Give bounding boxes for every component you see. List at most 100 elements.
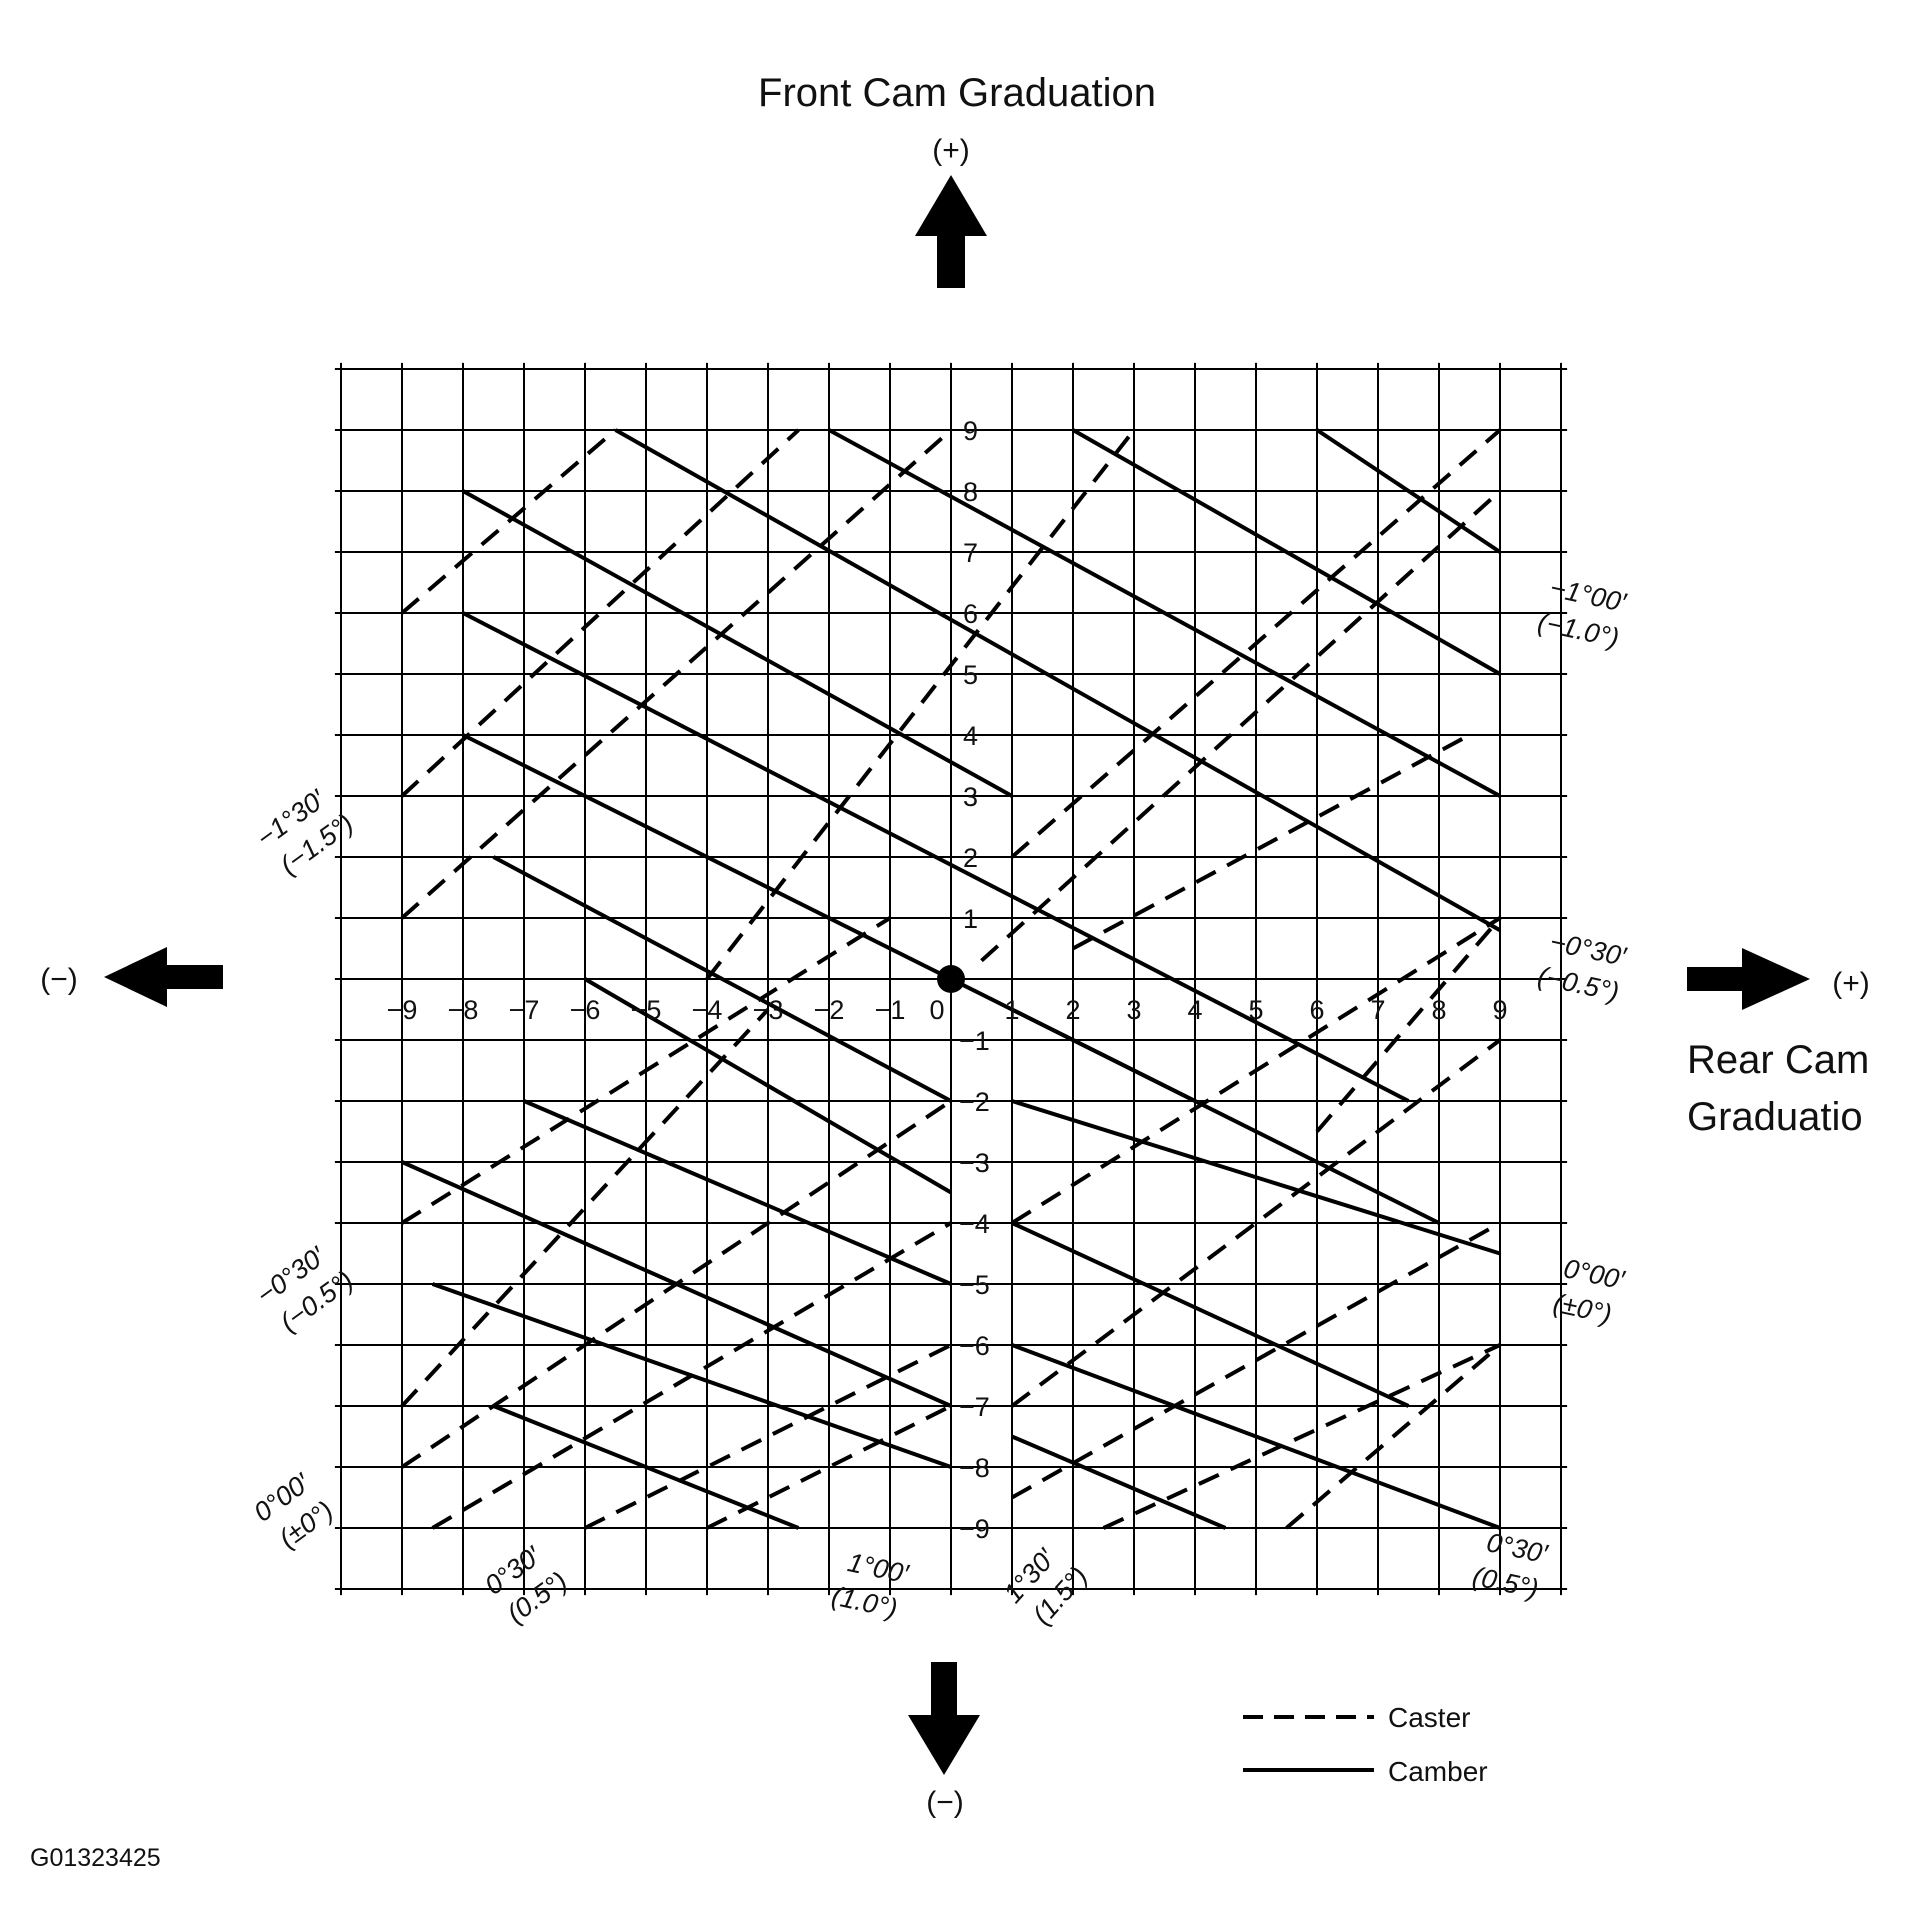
y-tick-label: −3: [959, 1148, 990, 1178]
rear-cam-label-line1: Rear Cam: [1687, 1038, 1869, 1082]
y-tick-label: −5: [959, 1270, 990, 1300]
x-tick-label: −8: [448, 995, 479, 1025]
left-arrow-icon: [104, 947, 223, 1007]
origin-dot: [937, 965, 965, 993]
y-tick-label: 9: [963, 416, 978, 446]
rear-cam-label-line2: Graduatio: [1687, 1095, 1863, 1139]
left-minus-sign: (−): [40, 963, 78, 996]
camber-line: [401, 1160, 952, 1408]
caster-line: [1011, 1221, 1501, 1500]
angle-label-0-00-left: 0°00′ (±0°): [248, 1467, 338, 1554]
x-tick-label: 5: [1248, 995, 1263, 1025]
legend-caster-label: Caster: [1388, 1702, 1470, 1733]
x-tick-label: −4: [692, 995, 723, 1025]
up-arrow-icon: [915, 175, 987, 288]
y-tick-label: 2: [963, 843, 978, 873]
caster-line: [400, 916, 892, 1225]
camber-line: [614, 428, 1501, 932]
y-tick-label: 4: [963, 721, 978, 751]
y-tick-label: −1: [959, 1026, 990, 1056]
camber-line: [523, 1099, 952, 1286]
y-tick-label: −9: [959, 1514, 990, 1544]
angle-label-text: 1°00′: [845, 1547, 912, 1589]
y-tick-label: 5: [963, 660, 978, 690]
angle-label-text: 0°30′: [1484, 1527, 1551, 1569]
angle-label-text: 0°00′: [1561, 1253, 1628, 1295]
angle-label-neg0-30-left: −0°30′ (−0.5°): [251, 1241, 359, 1338]
camber-line: [583, 977, 953, 1195]
caster-line: [1285, 1343, 1502, 1530]
angle-label-0-00-right: 0°00′ (±0°): [1551, 1253, 1628, 1329]
y-tick-labels: 9 8 7 6 5 4 3 2 1 −1 −2 −3 −4 −5 −6 −7 −8 −9: [959, 416, 990, 1544]
x-tick-label: 1: [1004, 995, 1019, 1025]
angle-label-0-30-bottom-right: 0°30′ (0.5°): [1470, 1527, 1551, 1604]
angle-label-neg0-30-right: −0°30′ (−0.5°): [1535, 927, 1629, 1008]
caster-line: [980, 489, 1502, 963]
caster-line: [1010, 916, 1502, 1225]
angle-label-0-30-bottom-left: 0°30′ (0.5°): [479, 1540, 573, 1629]
camber-line: [828, 428, 1501, 798]
front-cam-graduation-title: Front Cam Graduation: [758, 71, 1156, 115]
camber-line: [1011, 1099, 1501, 1256]
camber-line: [1011, 1343, 1501, 1530]
x-tick-label: −3: [753, 995, 784, 1025]
x-tick-label: 3: [1126, 995, 1141, 1025]
caster-line: [1010, 1038, 1502, 1408]
camber-line: [1072, 428, 1501, 676]
y-tick-label: −8: [959, 1453, 990, 1483]
x-tick-label: −5: [631, 995, 662, 1025]
legend-camber-label: Camber: [1388, 1756, 1488, 1787]
caster-line: [400, 1008, 770, 1408]
angle-label-neg1-00: −1°00′ (−1.0°): [1535, 573, 1629, 654]
camber-line: [1011, 1007, 1440, 1225]
caster-line: [1072, 733, 1471, 951]
right-plus-sign: (+): [1832, 967, 1870, 1000]
x-tick-label: −2: [814, 995, 845, 1025]
x-tick-label: 4: [1187, 995, 1202, 1025]
x-tick-label: 8: [1431, 995, 1446, 1025]
caster-line: [1102, 1343, 1501, 1530]
down-arrow-icon: [908, 1662, 980, 1775]
caster-line: [705, 428, 1136, 981]
camber-lines: [401, 428, 1502, 1530]
x-tick-label: −6: [570, 995, 601, 1025]
y-tick-label: −7: [959, 1392, 990, 1422]
camber-line: [431, 1282, 952, 1469]
right-arrow-icon: [1687, 948, 1810, 1010]
caster-line: [400, 428, 617, 615]
camber-line: [462, 489, 1013, 798]
y-tick-label: 3: [963, 782, 978, 812]
camber-line: [462, 611, 1410, 1103]
caster-line: [1315, 916, 1502, 1133]
y-tick-label: 6: [963, 599, 978, 629]
x-tick-label: 7: [1370, 995, 1385, 1025]
camber-line: [1011, 1221, 1410, 1408]
camber-line: [492, 855, 952, 1103]
y-tick-label: 1: [963, 904, 978, 934]
y-tick-label: −4: [959, 1209, 990, 1239]
camber-line: [1011, 1434, 1227, 1530]
x-tick-label: 2: [1065, 995, 1080, 1025]
angle-label-1-00: 1°00′ (1.0°): [829, 1547, 912, 1624]
angle-label-neg1-30: −1°30′ (−1.5°): [251, 784, 359, 881]
y-tick-label: −6: [959, 1331, 990, 1361]
bottom-minus-sign: (−): [926, 1786, 964, 1819]
rear-cam-graduation-label: Rear Cam Graduatio: [1687, 1038, 1869, 1139]
top-plus-sign: (+): [932, 134, 970, 167]
caster-line: [1010, 428, 1502, 859]
x-tick-label: 0: [929, 995, 944, 1025]
x-tick-label: −9: [387, 995, 418, 1025]
x-tick-label: −1: [875, 995, 906, 1025]
camber-line: [492, 1404, 800, 1530]
x-tick-label: 6: [1309, 995, 1324, 1025]
caster-line: [400, 428, 953, 920]
x-tick-label: −7: [509, 995, 540, 1025]
y-tick-label: 8: [963, 477, 978, 507]
y-tick-label: −2: [959, 1087, 990, 1117]
legend: Caster Camber: [1243, 1702, 1488, 1787]
y-tick-label: 7: [963, 538, 978, 568]
caster-line: [400, 428, 800, 798]
camber-line: [1315, 428, 1502, 554]
